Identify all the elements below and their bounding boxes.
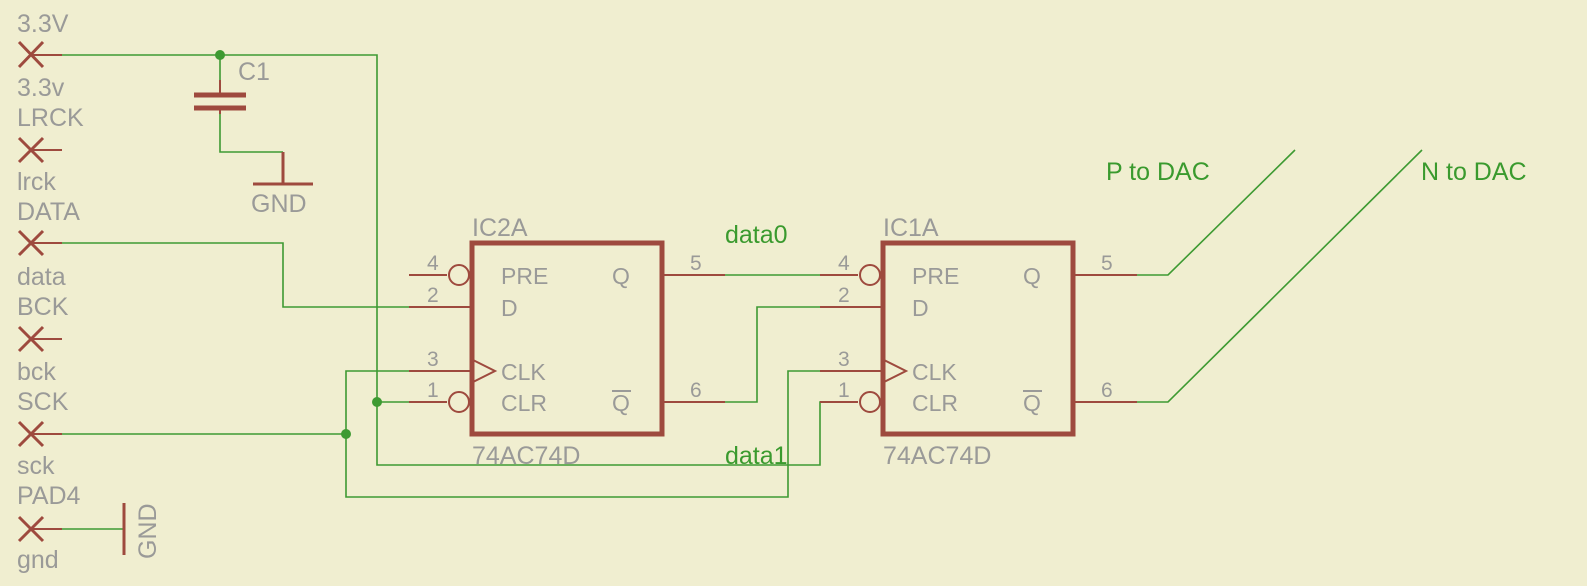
pin-number-clk: 3 xyxy=(427,348,439,371)
pad-value: lrck xyxy=(17,168,56,196)
wire-sck-clk-ic1[interactable] xyxy=(345,370,820,498)
pad-value: 3.3v xyxy=(17,74,65,102)
ic-body xyxy=(469,240,665,437)
pin-name-pre: PRE xyxy=(501,263,548,289)
pin-number-q: 5 xyxy=(1101,252,1113,275)
net-label-data1: data1 xyxy=(725,442,788,470)
pad-sck[interactable]: SCK sck xyxy=(17,388,69,480)
pin-name-q: Q xyxy=(612,263,630,289)
gnd-label: GND xyxy=(134,503,162,559)
junction-sck xyxy=(341,429,351,439)
pin-number-d: 2 xyxy=(838,284,850,307)
ic2a[interactable]: 4 2 3 1 5 6 PRE D CLK CLR Q Q IC2A 74AC7… xyxy=(409,214,725,470)
wire-cap-gnd[interactable] xyxy=(219,112,283,153)
pin-name-clr: CLR xyxy=(501,390,547,416)
junctions xyxy=(215,50,382,439)
wire-n-to-dac[interactable] xyxy=(1137,149,1423,403)
pin-name-pre: PRE xyxy=(912,263,959,289)
pad-3v3[interactable]: 3.3V 3.3v xyxy=(17,10,69,102)
ic-name: IC1A xyxy=(883,214,939,242)
pad-name: BCK xyxy=(17,293,69,321)
gnd-label: GND xyxy=(251,190,307,218)
pin-number-clk: 3 xyxy=(838,348,850,371)
pin-name-d: D xyxy=(501,295,518,321)
pin-number-pre: 4 xyxy=(427,252,439,275)
pin-name-clk: CLK xyxy=(912,359,957,385)
pad-pad4[interactable]: PAD4 gnd xyxy=(17,482,81,574)
pin-name-q: Q xyxy=(1023,263,1041,289)
capacitor-name: C1 xyxy=(238,58,270,86)
pin-number-d: 2 xyxy=(427,284,439,307)
ic-value: 74AC74D xyxy=(472,442,580,470)
gnd-symbol-cap[interactable]: GND xyxy=(251,152,313,218)
ic1a[interactable]: 4 2 3 1 5 6 PRE D CLK CLR Q Q IC1A 74AC7… xyxy=(820,214,1137,470)
pin-name-clk: CLK xyxy=(501,359,546,385)
pin-number-q: 5 xyxy=(690,252,702,275)
pin-number-qbar: 6 xyxy=(1101,379,1113,402)
net-label-p-to-dac: P to DAC xyxy=(1106,158,1210,186)
ic-body xyxy=(880,240,1076,437)
pad-data[interactable]: DATA data xyxy=(17,198,80,291)
pad-value: sck xyxy=(17,452,55,480)
pin-number-clr: 1 xyxy=(838,379,850,402)
pin-name-qbar: Q xyxy=(612,390,630,416)
pin-number-qbar: 6 xyxy=(690,379,702,402)
pad-name: 3.3V xyxy=(17,10,69,38)
pad-bck[interactable]: BCK bck xyxy=(17,293,69,386)
wire-data[interactable] xyxy=(42,242,409,308)
pin-name-qbar: Q xyxy=(1023,390,1041,416)
junction-3v3-cap xyxy=(215,50,225,60)
pad-name: SCK xyxy=(17,388,69,416)
ic-value: 74AC74D xyxy=(883,442,991,470)
net-labels: data0 data1 P to DAC N to DAC xyxy=(725,158,1527,470)
net-label-data0: data0 xyxy=(725,221,788,249)
pin-number-pre: 4 xyxy=(838,252,850,275)
junction-3v3-clr xyxy=(372,397,382,407)
wire-3v3-rail[interactable] xyxy=(42,54,847,466)
pad-name: LRCK xyxy=(17,104,84,132)
gnd-symbol-pad4[interactable]: GND xyxy=(122,503,162,559)
pad-lrck[interactable]: LRCK lrck xyxy=(17,104,84,196)
wire-sck-clk-ic2[interactable] xyxy=(345,370,409,434)
pads: 3.3V 3.3v LRCK lrck DATA data BCK bck xyxy=(17,10,84,574)
pad-name: PAD4 xyxy=(17,482,81,510)
pad-value: data xyxy=(17,263,66,291)
pad-value: bck xyxy=(17,358,56,386)
wire-qbar-to-d[interactable] xyxy=(725,306,820,403)
ic-name: IC2A xyxy=(472,214,528,242)
pad-value: gnd xyxy=(17,546,59,574)
pin-number-clr: 1 xyxy=(427,379,439,402)
pin-name-d: D xyxy=(912,295,929,321)
capacitor-c1[interactable]: C1 xyxy=(194,58,270,114)
pin-name-clr: CLR xyxy=(912,390,958,416)
wire-p-to-dac[interactable] xyxy=(1137,149,1296,276)
pad-name: DATA xyxy=(17,198,80,226)
net-label-n-to-dac: N to DAC xyxy=(1421,158,1527,186)
